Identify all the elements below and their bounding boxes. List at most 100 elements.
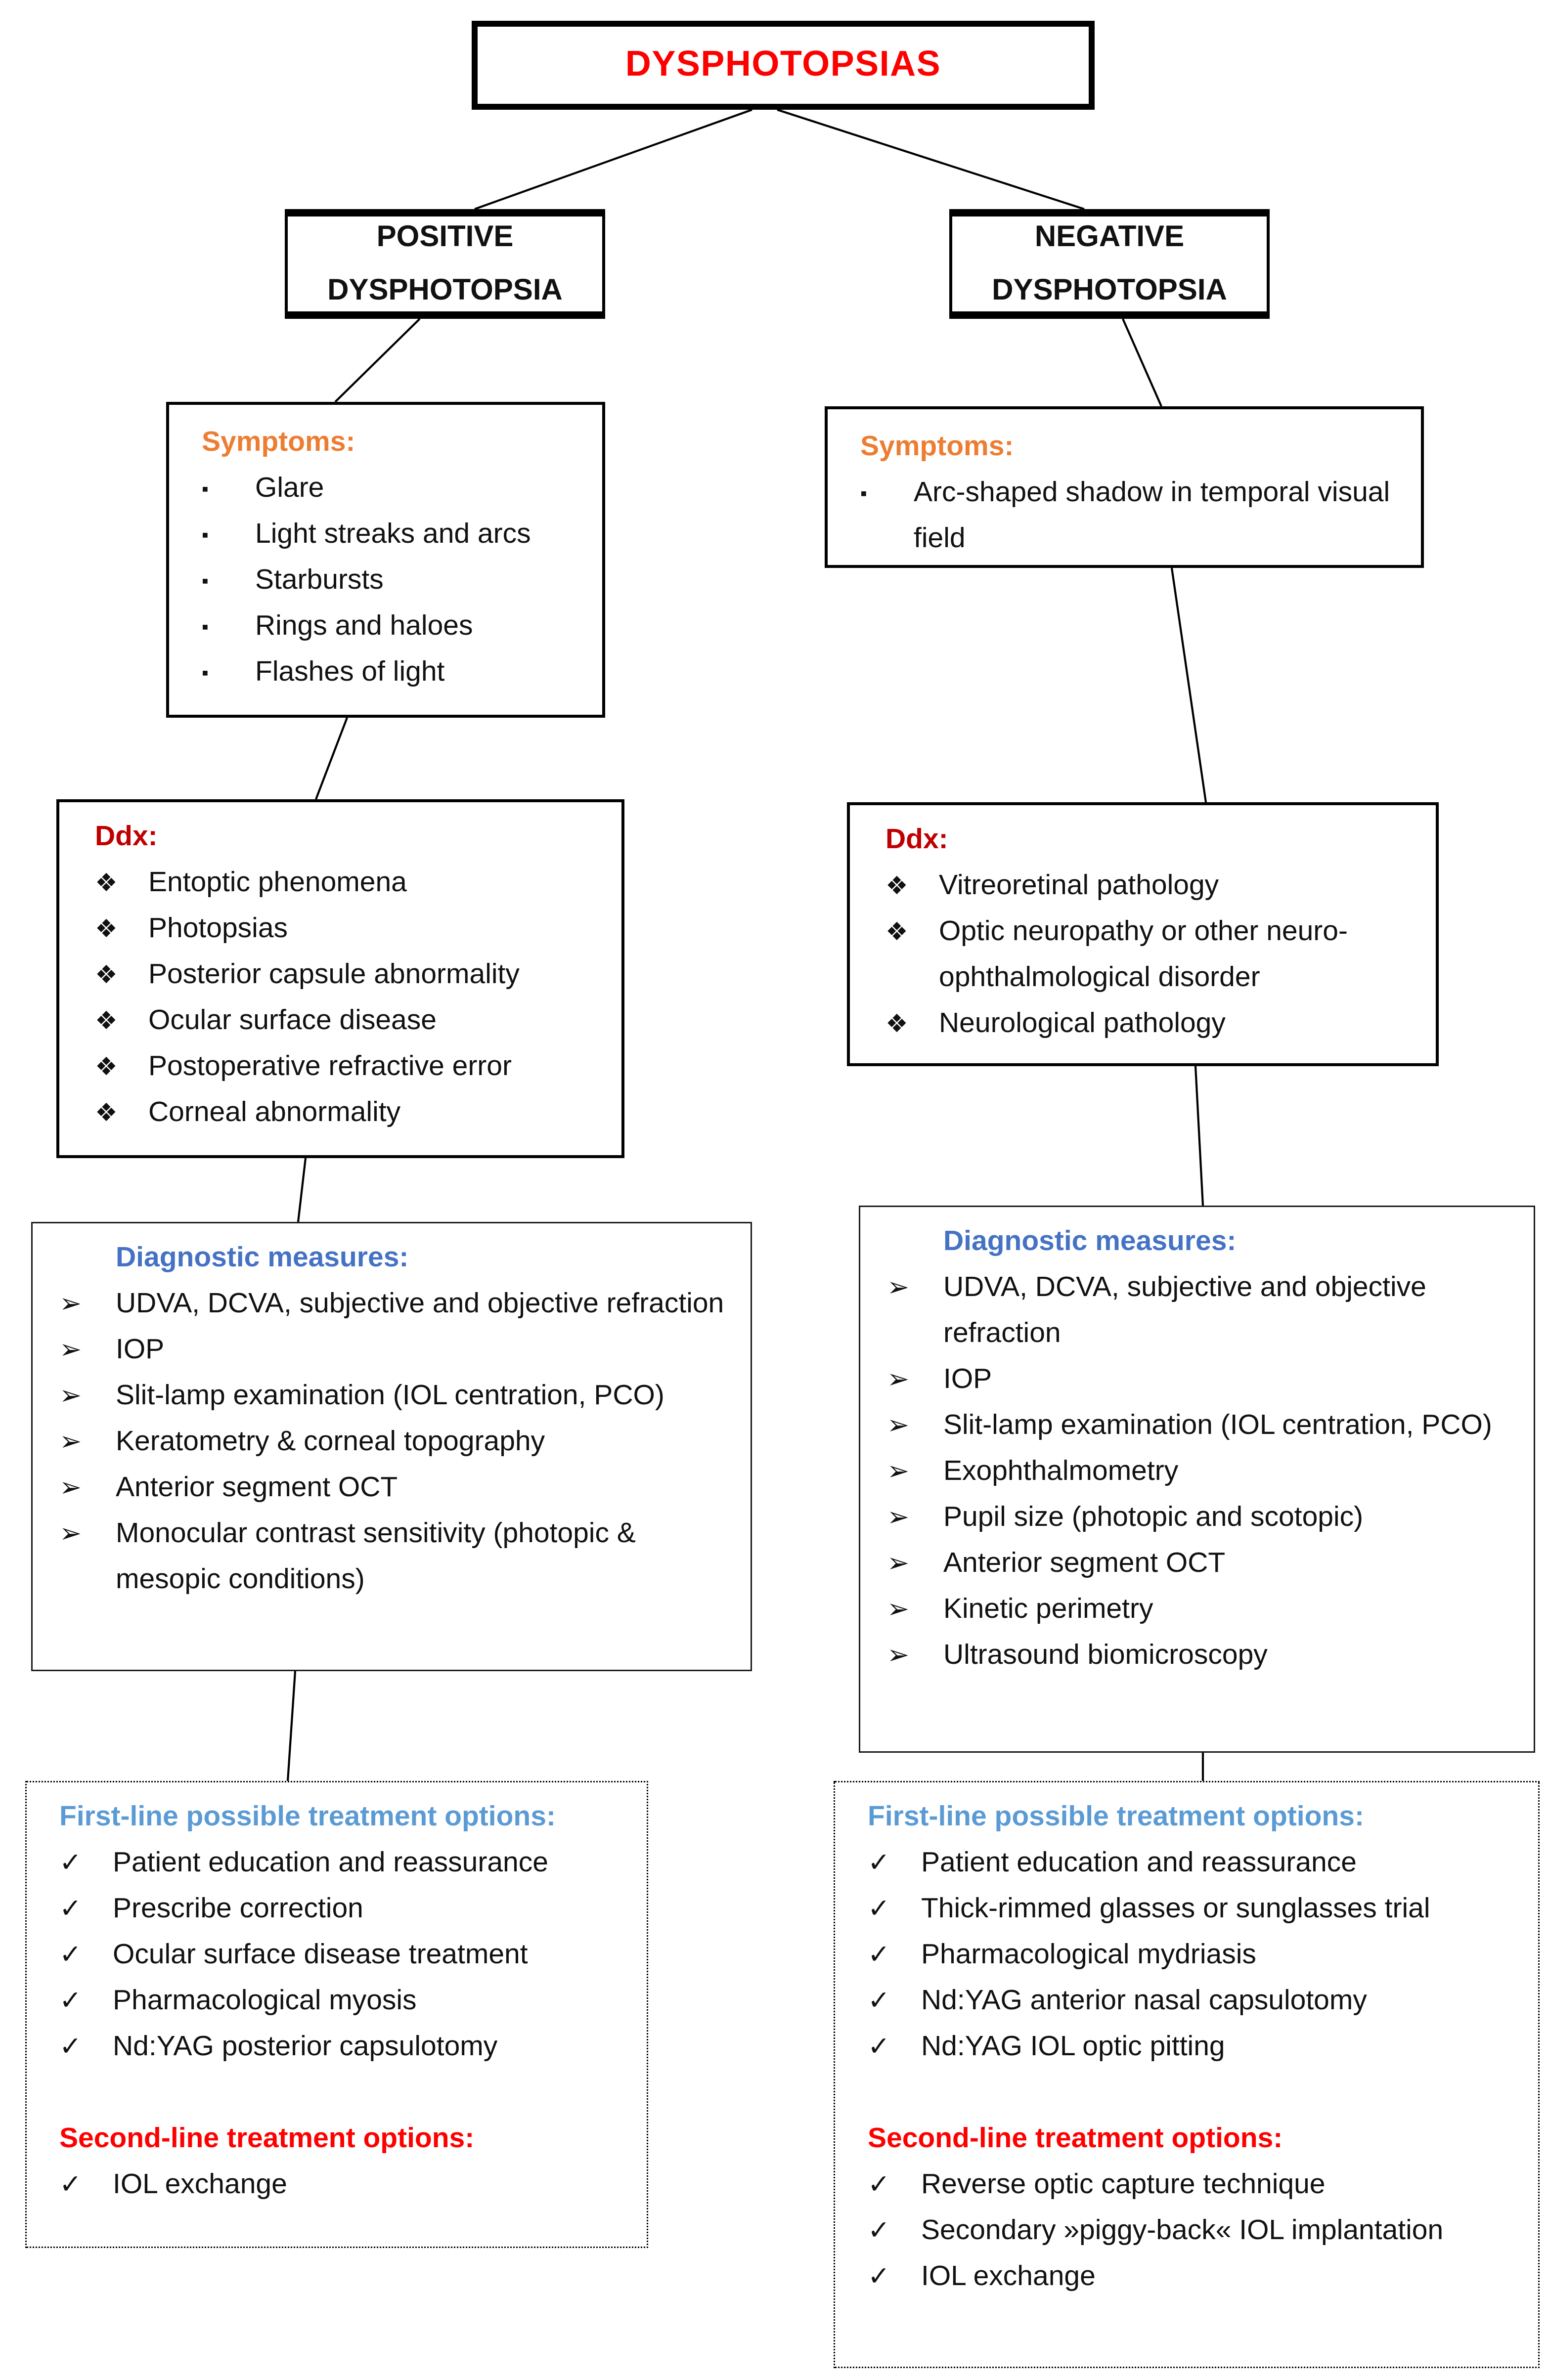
diagnostics-list: ➢ UDVA, DCVA, subjective and objective r… [59, 1281, 739, 1603]
treatment-item: ✓ Pharmacological myosis [59, 1978, 635, 2024]
arrowhead-bullet-icon: ➢ [59, 1289, 82, 1318]
diagnostic-item: ➢ UDVA, DCVA, subjective and objective r… [59, 1281, 739, 1327]
symptoms-header: Symptoms: [202, 427, 355, 458]
treatment-item-text: Pharmacological mydriasis [921, 1940, 1256, 1971]
square-bullet-icon: ▪ [202, 615, 209, 638]
square-bullet-icon: ▪ [860, 482, 867, 504]
treatment-item-text: IOL exchange [113, 2169, 287, 2201]
edge-negative-to-symptoms [1122, 318, 1162, 407]
ddx-item: ❖ Optic neuropathy or other neuro-ophtha… [885, 909, 1424, 1001]
diamond-bullet-icon: ❖ [885, 918, 908, 946]
diamond-bullet-icon: ❖ [95, 915, 118, 943]
treatment-item-text: IOL exchange [921, 2261, 1096, 2293]
diamond-bullet-icon: ❖ [95, 1099, 118, 1127]
diagnostic-item-text: Keratometry & corneal topography [116, 1427, 545, 1458]
symptom-item-text: Glare [255, 473, 324, 504]
checkmark-bullet-icon: ✓ [59, 1894, 82, 1923]
checkmark-bullet-icon: ✓ [59, 2169, 82, 2199]
negative-diagnostics-box: Diagnostic measures: ➢ UDVA, DCVA, subje… [859, 1206, 1535, 1753]
ddx-item-text: Ocular surface disease [148, 1005, 437, 1037]
symptom-item-text: Light streaks and arcs [255, 519, 531, 550]
checkmark-bullet-icon: ✓ [868, 1848, 890, 1877]
arrowhead-bullet-icon: ➢ [59, 1381, 82, 1410]
ddx-item-text: Vitreoretinal pathology [939, 870, 1219, 902]
diagnostic-item: ➢ Anterior segment OCT [887, 1541, 1522, 1587]
diagnostic-item: ➢ Exophthalmometry [887, 1449, 1522, 1495]
diagnostic-item-text: IOP [116, 1335, 165, 1366]
diagnostic-item: ➢ IOP [59, 1327, 739, 1373]
treatment-item-text: Patient education and reassurance [921, 1848, 1357, 1879]
positive-ddx-box: Ddx: ❖ Entoptic phenomena ❖ Photopsias ❖… [56, 799, 624, 1158]
diagnostic-item-text: Pupil size (photopic and scotopic) [943, 1502, 1364, 1533]
arrowhead-bullet-icon: ➢ [59, 1472, 82, 1502]
treatment-item-text: Prescribe correction [113, 1894, 363, 1925]
diagnostic-item: ➢ Pupil size (photopic and scotopic) [887, 1495, 1522, 1541]
ddx-header: Ddx: [95, 822, 158, 853]
checkmark-bullet-icon: ✓ [868, 2169, 890, 2199]
arrowhead-bullet-icon: ➢ [887, 1456, 910, 1486]
treatment-item-text: Reverse optic capture technique [921, 2169, 1326, 2201]
ddx-item: ❖ Photopsias [95, 906, 610, 952]
treatment-item-text: Pharmacological myosis [113, 1986, 417, 2017]
arrowhead-bullet-icon: ➢ [887, 1410, 910, 1440]
diagnostic-item: ➢ Slit-lamp examination (IOL centration,… [887, 1403, 1522, 1449]
second-line-treatment-header: Second-line treatment options: [868, 2123, 1283, 2155]
diagnostic-item-text: UDVA, DCVA, subjective and objective ref… [943, 1272, 1426, 1349]
diagnostic-item-text: IOP [943, 1364, 992, 1395]
symptom-item-text: Rings and haloes [255, 611, 473, 642]
checkmark-bullet-icon: ✓ [59, 1940, 82, 1969]
diagnostics-header: Diagnostic measures: [943, 1226, 1237, 1257]
symptoms-header: Symptoms: [860, 432, 1014, 463]
symptoms-list: ▪ Glare ▪ Light streaks and arcs ▪ Starb… [202, 466, 590, 695]
treatment-item-text: Ocular surface disease treatment [113, 1940, 528, 1971]
diagnostic-item: ➢ UDVA, DCVA, subjective and objective r… [887, 1265, 1522, 1357]
treatment-item-text: Nd:YAG posterior capsulotomy [113, 2032, 498, 2063]
first-line-treatment-header: First-line possible treatment options: [59, 1802, 556, 1833]
ddx-item: ❖ Ocular surface disease [95, 998, 610, 1044]
diamond-bullet-icon: ❖ [95, 1007, 118, 1035]
ddx-item: ❖ Vitreoretinal pathology [885, 863, 1424, 909]
edge-right-ddx-to-diagnostics [1194, 1066, 1204, 1206]
arrowhead-bullet-icon: ➢ [59, 1335, 82, 1364]
diagnostic-item-text: Anterior segment OCT [116, 1472, 398, 1504]
treatment-item: ✓ Secondary »piggy-back« IOL implantatio… [868, 2208, 1526, 2254]
first-line-treatment-list: ✓ Patient education and reassurance ✓ Pr… [59, 1840, 635, 2070]
diagnostic-item: ➢ Ultrasound biomicroscopy [887, 1633, 1522, 1679]
ddx-item: ❖ Entoptic phenomena [95, 860, 610, 906]
checkmark-bullet-icon: ✓ [868, 2032, 890, 2061]
edge-title-to-positive [474, 109, 752, 210]
symptom-item-text: Starbursts [255, 565, 384, 596]
first-line-treatment-header: First-line possible treatment options: [868, 1802, 1364, 1833]
treatment-item-text: Nd:YAG anterior nasal capsulotomy [921, 1986, 1367, 2017]
symptom-item: ▪ Light streaks and arcs [202, 512, 590, 558]
diamond-bullet-icon: ❖ [885, 872, 908, 900]
second-line-treatment-list: ✓ IOL exchange [59, 2162, 635, 2208]
ddx-item-text: Entoptic phenomena [148, 867, 407, 899]
diagnostic-item-text: Anterior segment OCT [943, 1548, 1226, 1579]
symptom-item-text: Flashes of light [255, 657, 445, 688]
checkmark-bullet-icon: ✓ [59, 1848, 82, 1877]
ddx-item: ❖ Neurological pathology [885, 1001, 1424, 1047]
checkmark-bullet-icon: ✓ [59, 1986, 82, 2015]
symptom-item: ▪ Rings and haloes [202, 604, 590, 649]
checkmark-bullet-icon: ✓ [868, 1986, 890, 2015]
diagnostic-item: ➢ Kinetic perimetry [887, 1587, 1522, 1633]
checkmark-bullet-icon: ✓ [868, 2215, 890, 2245]
checkmark-bullet-icon: ✓ [868, 2261, 890, 2291]
treatment-item: ✓ Patient education and reassurance [868, 1840, 1526, 1886]
treatment-item: ✓ Thick-rimmed glasses or sunglasses tri… [868, 1886, 1526, 1932]
treatment-item: ✓ IOL exchange [868, 2254, 1526, 2300]
symptoms-list: ▪ Arc-shaped shadow in temporal visual f… [860, 470, 1409, 562]
ddx-item-text: Posterior capsule abnormality [148, 959, 520, 991]
square-bullet-icon: ▪ [202, 569, 209, 592]
treatment-item: ✓ Nd:YAG IOL optic pitting [868, 2024, 1526, 2070]
branch-box-negative: NEGATIVE DYSPHOTOPSIA [949, 209, 1270, 319]
treatment-item: ✓ Prescribe correction [59, 1886, 635, 1932]
second-line-treatment-list: ✓ Reverse optic capture technique ✓ Seco… [868, 2162, 1526, 2300]
page-title: DYSPHOTOPSIAS [625, 44, 941, 85]
diagnostic-item-text: Slit-lamp examination (IOL centration, P… [116, 1381, 664, 1412]
arrowhead-bullet-icon: ➢ [887, 1272, 910, 1302]
diagnostic-item-text: Monocular contrast sensitivity (photopic… [116, 1518, 636, 1596]
treatment-item: ✓ IOL exchange [59, 2162, 635, 2208]
